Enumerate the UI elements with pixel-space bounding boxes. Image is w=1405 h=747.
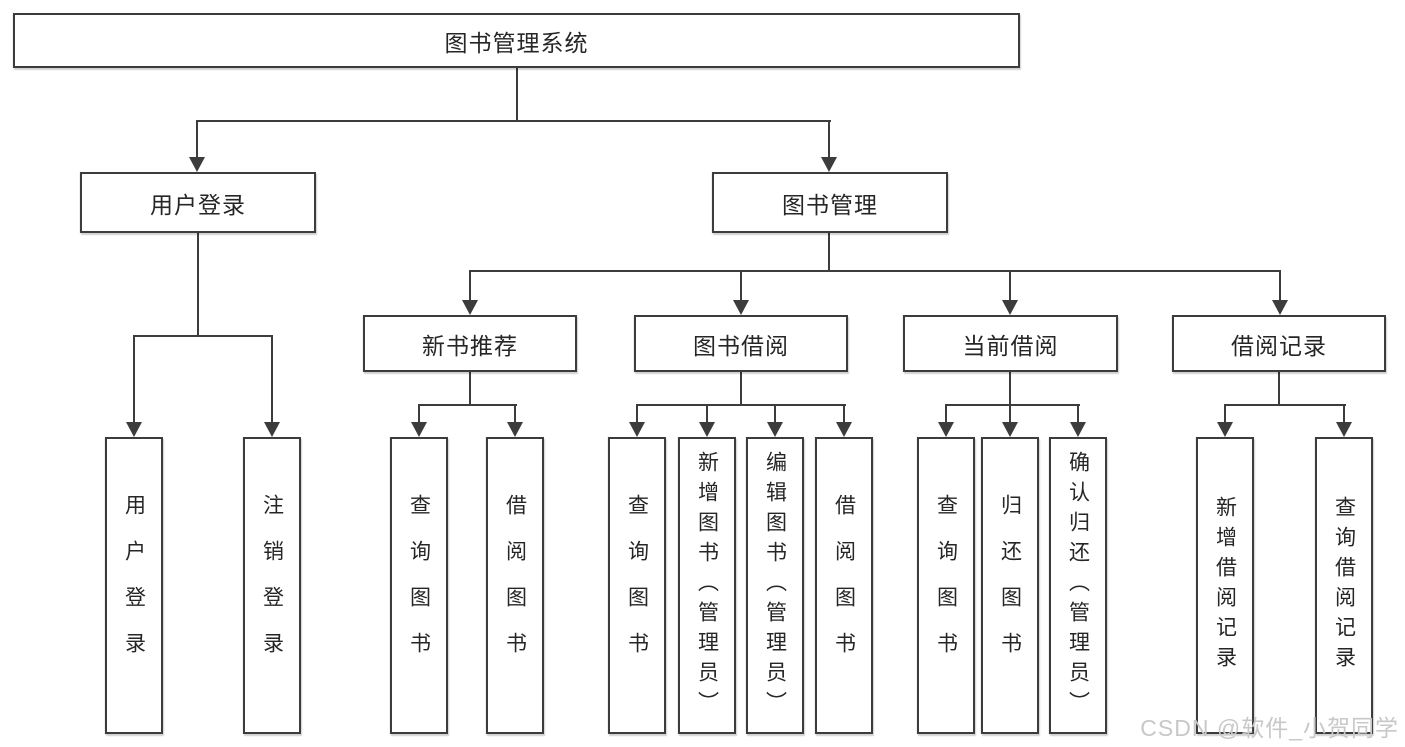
arrowhead-down	[1217, 422, 1233, 437]
connector-vline	[740, 372, 742, 406]
connector-vline	[516, 68, 518, 122]
node-borrow-records: 借阅记录	[1172, 315, 1386, 372]
connector-vline	[1009, 404, 1011, 424]
connector-hline	[197, 120, 831, 122]
connector-vline	[197, 233, 199, 337]
leaf-borrow-query-books: 查询图书	[608, 437, 666, 734]
arrowhead-down	[629, 422, 645, 437]
connector-vline	[1278, 372, 1280, 406]
connector-hline	[419, 404, 517, 406]
leaf-current-confirm-return-admin: 确认归还（管理员）	[1049, 437, 1107, 734]
arrowhead-down	[1336, 422, 1352, 437]
arrowhead-down	[189, 157, 205, 172]
connector-vline	[1077, 404, 1079, 424]
node-new-book-recommend: 新书推荐	[363, 315, 577, 372]
arrowhead-down	[733, 300, 749, 315]
arrowhead-down	[264, 422, 280, 437]
connector-vline	[1224, 404, 1226, 424]
leaf-borrow-edit-books-admin: 编辑图书（管理员）	[746, 437, 804, 734]
connector-hline	[134, 335, 273, 337]
connector-vline	[774, 404, 776, 424]
arrowhead-down	[411, 422, 427, 437]
connector-vline	[636, 404, 638, 424]
leaf-current-query-books: 查询图书	[917, 437, 975, 734]
connector-hline	[470, 270, 1281, 272]
arrowhead-down	[507, 422, 523, 437]
connector-vline	[133, 335, 135, 424]
watermark: CSDN @软件_小贺同学	[1140, 715, 1399, 741]
leaf-borrow-borrow-books: 借阅图书	[815, 437, 873, 734]
arrowhead-down	[1272, 300, 1288, 315]
leaf-recommend-query-books: 查询图书	[390, 437, 448, 734]
node-book-management: 图书管理	[712, 172, 948, 233]
arrowhead-down	[699, 422, 715, 437]
connector-vline	[843, 404, 845, 424]
connector-vline	[469, 372, 471, 406]
connector-vline	[1279, 270, 1281, 302]
arrowhead-down	[1002, 300, 1018, 315]
node-user-login: 用户登录	[80, 172, 316, 233]
node-root: 图书管理系统	[13, 13, 1020, 68]
connector-hline	[1225, 404, 1346, 406]
connector-hline	[637, 404, 846, 406]
connector-vline	[828, 120, 830, 158]
connector-vline	[514, 404, 516, 424]
connector-vline	[828, 233, 830, 272]
arrowhead-down	[836, 422, 852, 437]
arrowhead-down	[1002, 422, 1018, 437]
leaf-current-return-books: 归还图书	[981, 437, 1039, 734]
connector-vline	[418, 404, 420, 424]
node-book-borrow: 图书借阅	[634, 315, 848, 372]
connector-hline	[946, 404, 1080, 406]
connector-vline	[1009, 270, 1011, 302]
leaf-user-login: 用户登录	[105, 437, 163, 734]
connector-vline	[196, 120, 198, 158]
node-current-borrow: 当前借阅	[903, 315, 1118, 372]
connector-vline	[1009, 372, 1011, 406]
arrowhead-down	[462, 300, 478, 315]
arrowhead-down	[938, 422, 954, 437]
connector-vline	[740, 270, 742, 302]
arrowhead-down	[1070, 422, 1086, 437]
leaf-logout: 注销登录	[243, 437, 301, 734]
connector-vline	[706, 404, 708, 424]
leaf-borrow-add-books-admin: 新增图书（管理员）	[678, 437, 736, 734]
arrowhead-down	[821, 157, 837, 172]
arrowhead-down	[767, 422, 783, 437]
leaf-recommend-borrow-books: 借阅图书	[486, 437, 544, 734]
leaf-records-query-record: 查询借阅记录	[1315, 437, 1373, 734]
connector-vline	[469, 270, 471, 302]
connector-vline	[1343, 404, 1345, 424]
leaf-records-add-record: 新增借阅记录	[1196, 437, 1254, 734]
connector-vline	[271, 335, 273, 424]
connector-vline	[945, 404, 947, 424]
arrowhead-down	[126, 422, 142, 437]
